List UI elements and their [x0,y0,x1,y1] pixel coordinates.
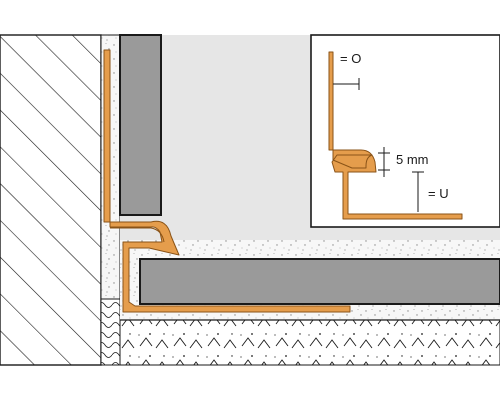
lower-marker-label: = U [428,186,449,201]
edge-profile [103,49,351,313]
edge-insulation-strip [100,298,121,366]
detail-inset: = O 5 mm = U [310,34,500,228]
concrete-base [119,319,500,366]
wall-tile [119,34,162,216]
upper-marker-label: = O [340,51,361,66]
inset-profile [328,51,463,220]
floor-tile [139,258,500,305]
masonry-wall [0,34,102,366]
gap-label: 5 mm [396,152,429,167]
